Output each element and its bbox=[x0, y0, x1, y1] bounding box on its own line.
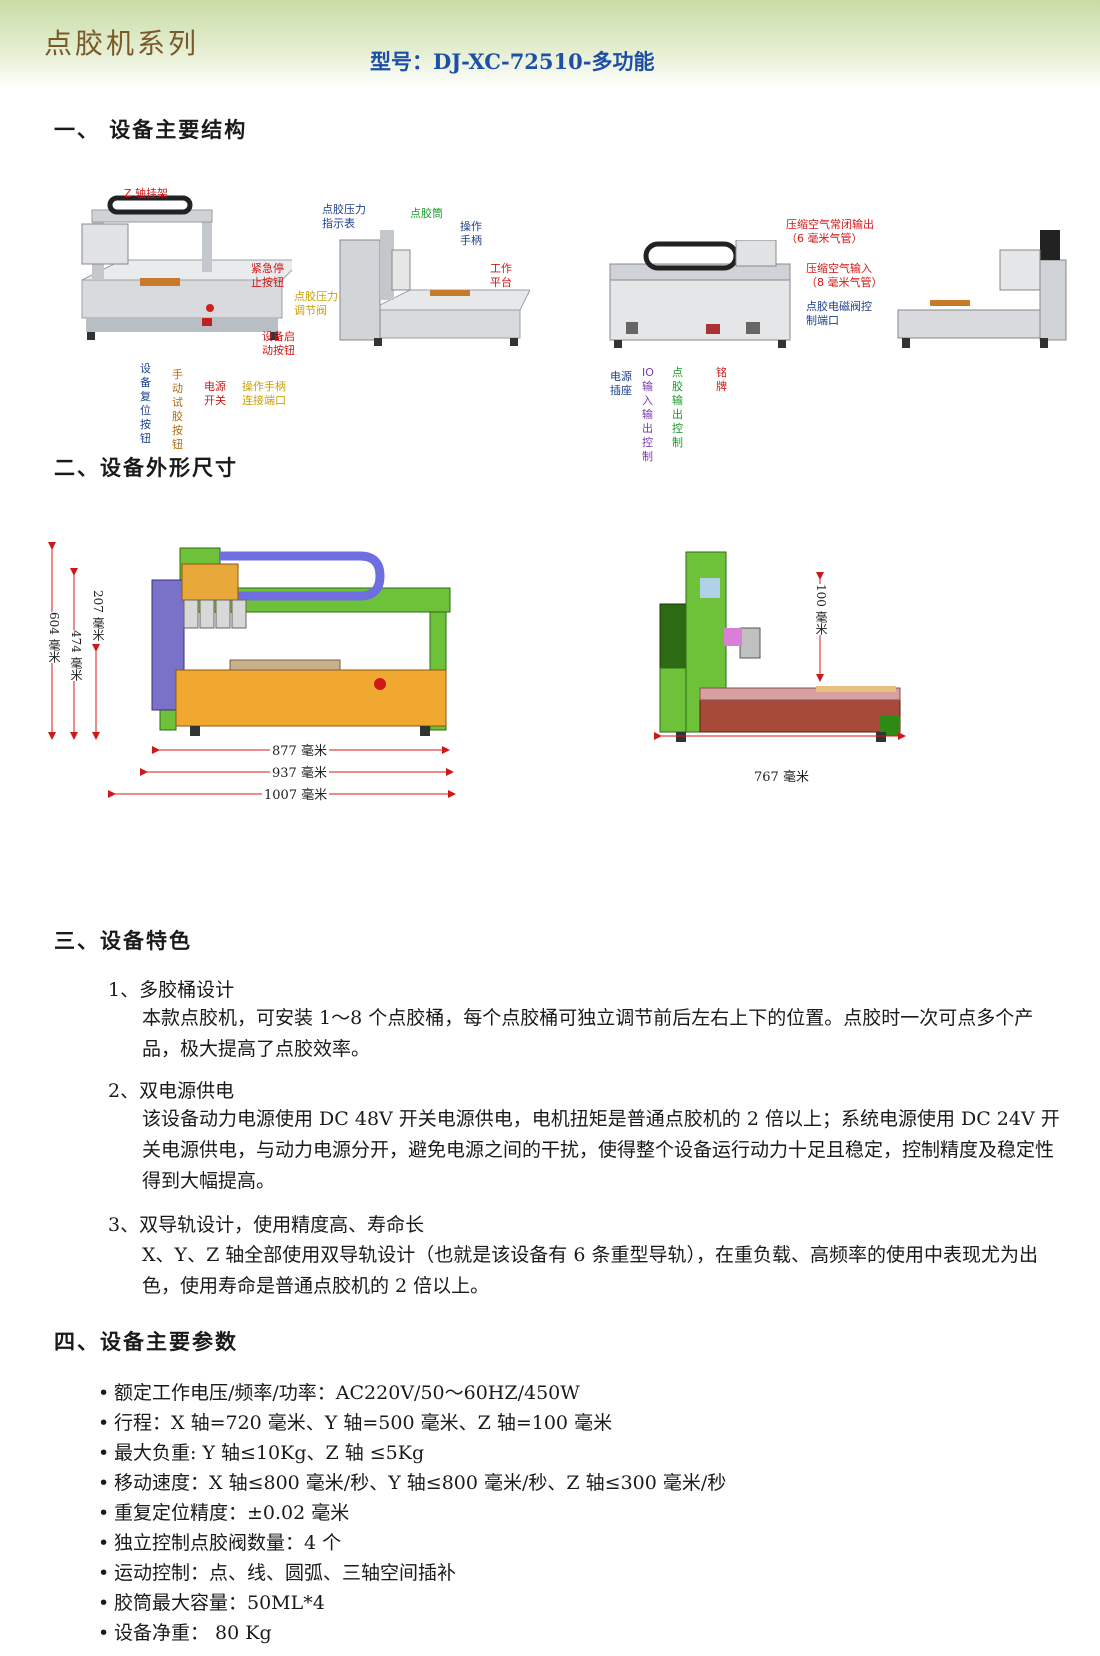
feature-2-heading: 2、双电源供电 bbox=[108, 1080, 235, 1102]
bullet: • bbox=[98, 1622, 110, 1644]
label-power-switch: 电源开关 bbox=[204, 380, 226, 407]
bullet: • bbox=[98, 1532, 110, 1554]
model-number: 型号：DJ-XC-72510-多功能 bbox=[370, 49, 655, 74]
dim-1007: 1007 毫米 bbox=[262, 784, 330, 803]
param-item: •独立控制点胶阀数量：4 个 bbox=[98, 1528, 341, 1555]
bullet: • bbox=[98, 1502, 110, 1524]
machine-photo-side bbox=[339, 230, 530, 346]
feature-3-heading: 3、双导轨设计，使用精度高、寿命长 bbox=[108, 1214, 425, 1236]
feature-3-body: X、Y、Z 轴全部使用双导轨设计（也就是该设备有 6 条重型导轨），在重负载、高… bbox=[142, 1244, 1038, 1297]
param-text: 重复定位精度：±0.02 毫米 bbox=[114, 1502, 350, 1524]
dim-767: 767 毫米 bbox=[752, 766, 811, 785]
label-air-output: 压缩空气常闭输出（6 毫米气管） bbox=[786, 218, 874, 245]
bullet: • bbox=[98, 1472, 110, 1494]
label-estop: 紧急停止按钮 bbox=[251, 262, 284, 289]
param-item: •最大负重: Y 轴≤10Kg、Z 轴 ≤5Kg bbox=[98, 1438, 424, 1465]
param-text: 设备净重： 80 Kg bbox=[114, 1622, 272, 1644]
param-text: 独立控制点胶阀数量：4 个 bbox=[114, 1532, 342, 1554]
feature-1-body: 本款点胶机，可安装 1～8 个点胶桶，每个点胶桶可独立调节前后左右上下的位置。点… bbox=[142, 1007, 1034, 1060]
section-title-features: 三、设备特色 bbox=[54, 929, 192, 953]
param-item: •运动控制：点、线、圆弧、三轴空间插补 bbox=[98, 1558, 456, 1585]
label-valve-port: 点胶电磁阀控制端口 bbox=[806, 300, 872, 327]
param-text: 行程：X 轴=720 毫米、Y 轴=500 毫米、Z 轴=100 毫米 bbox=[114, 1412, 613, 1434]
param-item: •行程：X 轴=720 毫米、Y 轴=500 毫米、Z 轴=100 毫米 bbox=[98, 1408, 612, 1435]
bullet: • bbox=[98, 1382, 110, 1404]
param-text: 移动速度：X 轴≤800 毫米/秒、Y 轴≤800 毫米/秒、Z 轴≤300 毫… bbox=[114, 1472, 727, 1494]
param-item: •移动速度：X 轴≤800 毫米/秒、Y 轴≤800 毫米/秒、Z 轴≤300 … bbox=[98, 1468, 726, 1495]
label-manual-button: 手动试胶按钮 bbox=[172, 368, 183, 451]
machine-photo-front bbox=[81, 195, 292, 340]
machine-photo-side-2 bbox=[897, 230, 1067, 348]
dim-877: 877 毫米 bbox=[270, 740, 329, 759]
label-io-control: IO 输入输出控制 bbox=[642, 366, 654, 463]
bullet: • bbox=[98, 1592, 110, 1614]
label-handle-port: 操作手柄连接端口 bbox=[242, 380, 286, 407]
param-item: •额定工作电压/频率/功率：AC220V/50～60HZ/450W bbox=[98, 1378, 580, 1405]
dim-937: 937 毫米 bbox=[270, 762, 329, 781]
label-z-hanger: Z 轴挂架 bbox=[124, 187, 169, 200]
dim-604: 604 毫米 bbox=[46, 612, 63, 663]
label-glue-barrel: 点胶筒 bbox=[410, 207, 443, 220]
param-item: •设备净重： 80 Kg bbox=[98, 1618, 272, 1645]
label-nameplate: 铭牌 bbox=[716, 366, 727, 393]
label-handle: 操作手柄 bbox=[460, 220, 482, 247]
machine-photo-rear bbox=[609, 240, 791, 348]
param-item: •重复定位精度：±0.02 毫米 bbox=[98, 1498, 349, 1525]
bullet: • bbox=[98, 1412, 110, 1434]
section-title-structure: 一、 设备主要结构 bbox=[54, 118, 248, 142]
dimension-drawing-side bbox=[654, 551, 906, 742]
label-start-button: 设备启动按钮 bbox=[262, 330, 295, 357]
label-pressure-gauge: 点胶压力指示表 bbox=[322, 203, 366, 230]
param-text: 胶筒最大容量：50ML*4 bbox=[114, 1592, 325, 1614]
section-title-parameters: 四、设备主要参数 bbox=[54, 1330, 238, 1354]
label-glue-output-control: 点胶输出控制 bbox=[672, 366, 683, 449]
label-platform: 工作平台 bbox=[490, 262, 512, 289]
feature-2-body: 该设备动力电源使用 DC 48V 开关电源供电，电机扭矩是普通点胶机的 2 倍以… bbox=[142, 1108, 1060, 1192]
label-power-socket: 电源插座 bbox=[610, 370, 632, 397]
feature-1-heading: 1、多胶桶设计 bbox=[108, 979, 235, 1001]
label-pressure-valve: 点胶压力调节阀 bbox=[294, 290, 338, 317]
param-text: 运动控制：点、线、圆弧、三轴空间插补 bbox=[114, 1562, 457, 1584]
param-item: •胶筒最大容量：50ML*4 bbox=[98, 1588, 325, 1615]
bullet: • bbox=[98, 1442, 110, 1464]
section-title-dimensions: 二、设备外形尺寸 bbox=[54, 456, 238, 480]
dim-207: 207 毫米 bbox=[90, 590, 107, 641]
dim-100: 100 毫米 bbox=[813, 584, 830, 635]
label-air-input: 压缩空气输入（8 毫米气管） bbox=[806, 262, 883, 289]
dim-474: 474 毫米 bbox=[68, 630, 85, 681]
param-text: 额定工作电压/频率/功率：AC220V/50～60HZ/450W bbox=[114, 1382, 580, 1404]
param-text: 最大负重: Y 轴≤10Kg、Z 轴 ≤5Kg bbox=[114, 1442, 425, 1464]
label-reset-button: 设备复位按钮 bbox=[140, 362, 151, 445]
series-title: 点胶机系列 bbox=[44, 27, 200, 60]
bullet: • bbox=[98, 1562, 110, 1584]
header-banner: 点胶机系列 型号：DJ-XC-72510-多功能 bbox=[0, 0, 1100, 88]
dimension-drawing-front bbox=[48, 542, 456, 798]
